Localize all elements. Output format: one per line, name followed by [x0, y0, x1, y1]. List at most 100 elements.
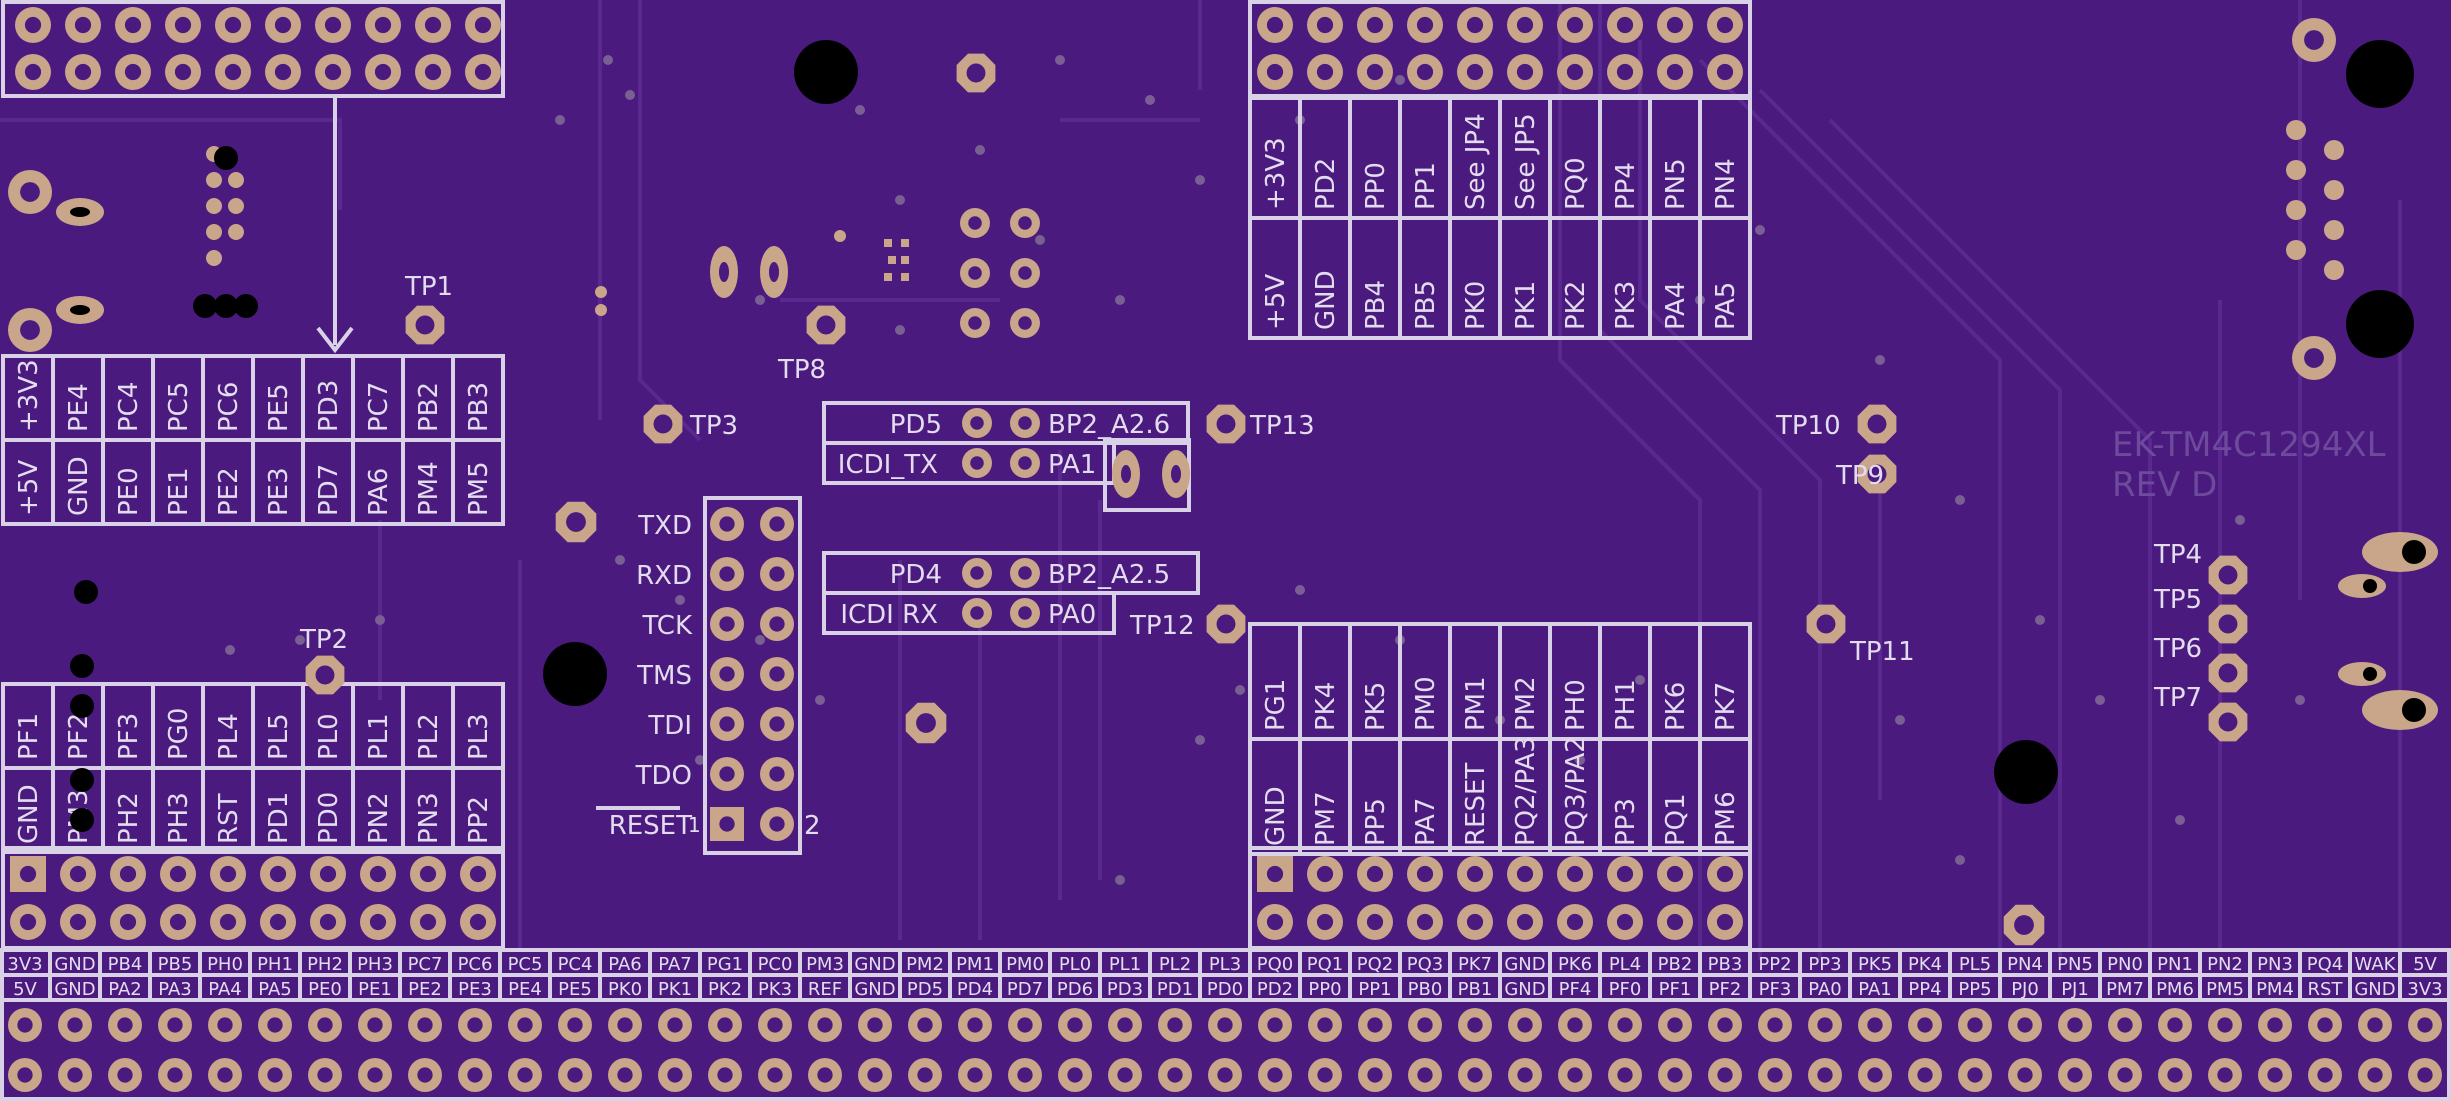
bottom-strip-label: PD1: [1157, 979, 1193, 1000]
bottom-strip-label: PN2: [2207, 954, 2243, 975]
jtag-pin-drill: [769, 516, 785, 532]
header-pin-drill: [1466, 913, 1484, 931]
bottom-strip-label: PL0: [1059, 954, 1091, 975]
via: [675, 595, 685, 605]
icdi-block-rx-pin-drill: [970, 566, 984, 580]
test-point-13-drill: [1216, 414, 1236, 434]
bottom-strip-label: PF0: [1609, 979, 1642, 1000]
bottom-strip-pin-drill: [2317, 1017, 2333, 1033]
header-pin-drill: [1416, 865, 1434, 883]
icdi-block-tx-label: ICDI_TX: [838, 450, 938, 480]
bottom-strip-label: PE0: [308, 979, 342, 1000]
test-point-1-drill: [415, 315, 435, 335]
bottom-strip-label: PL4: [1609, 954, 1641, 975]
pin-label: PM0: [1411, 676, 1441, 731]
icdi-block-tx-label: PA1: [1048, 450, 1096, 480]
bottom-strip-pin-drill: [1967, 1017, 1983, 1033]
bottom-strip-pin-drill: [817, 1017, 833, 1033]
bottom-strip-label: PF4: [1559, 979, 1592, 1000]
pin-label: PA5: [1711, 282, 1741, 330]
pin-label: PD2: [1311, 158, 1341, 210]
bottom-strip-label: PM2: [906, 954, 944, 975]
bottom-strip-label: PK2: [708, 979, 742, 1000]
jtag-pin-drill: [769, 816, 785, 832]
test-point-9-drill: [1867, 464, 1887, 484]
pin-label: PA7: [1411, 798, 1441, 846]
pin-label: PD1: [264, 792, 294, 844]
header-pin-drill: [169, 913, 187, 931]
smd-pad: [901, 256, 909, 264]
test-point-2-drill: [315, 665, 335, 685]
bottom-strip-label: PA0: [1808, 979, 1841, 1000]
bottom-strip-pin-drill: [1067, 1067, 1083, 1083]
header-pin-drill: [1466, 865, 1484, 883]
bottom-strip-label: PP3: [1808, 954, 1841, 975]
bottom-strip-label: 5V: [13, 979, 37, 1000]
bottom-strip-pin-drill: [1567, 1067, 1583, 1083]
copper-trace: [638, 0, 702, 442]
via: [1635, 675, 1645, 685]
pin-label: PB4: [1361, 280, 1391, 330]
bottom-strip-label: PA3: [158, 979, 191, 1000]
pin-label: PH2: [114, 792, 144, 844]
via: [1115, 295, 1125, 305]
bottom-strip-label: PB0: [1408, 979, 1443, 1000]
header-pin-drill: [124, 16, 142, 34]
header-pin-drill: [1466, 63, 1484, 81]
pin-label: PM2: [1511, 676, 1541, 731]
bottom-strip-pin-drill: [1817, 1067, 1833, 1083]
pin-label: PC6: [214, 382, 244, 432]
bottom-strip-label: GND: [54, 954, 95, 975]
header-pin-drill: [1666, 865, 1684, 883]
switch-pad-drill: [968, 216, 982, 230]
bottom-strip-pin-drill: [667, 1067, 683, 1083]
test-point-label: TP11: [1849, 637, 1915, 667]
header-pin-drill: [474, 63, 492, 81]
pin-label: PN3: [414, 792, 444, 844]
test-point-12-drill: [1216, 614, 1236, 634]
pin-label: PM4: [414, 461, 444, 516]
header-pin-drill: [1666, 913, 1684, 931]
pin-label: PK3: [1611, 281, 1641, 330]
header-pin-drill: [469, 865, 487, 883]
header-pin-drill: [419, 913, 437, 931]
usb-pad: [2324, 260, 2344, 280]
bottom-strip-pin-drill: [567, 1067, 583, 1083]
bottom-strip-pin-drill: [2217, 1067, 2233, 1083]
header-pin-drill: [19, 913, 37, 931]
bottom-strip-pin-drill: [2017, 1067, 2033, 1083]
pin-label: PL5: [264, 713, 294, 760]
bottom-strip-label: PM6: [2156, 979, 2194, 1000]
npth-hole: [234, 294, 258, 318]
test-point-label: TP9: [1835, 461, 1884, 491]
bottom-strip-label: PG1: [707, 954, 743, 975]
npth-hole: [70, 694, 94, 718]
pin-label: PP3: [1611, 798, 1641, 846]
bottom-strip-pin-drill: [1667, 1067, 1683, 1083]
bottom-strip-label: WAK: [2355, 954, 2397, 975]
header-pin-drill: [324, 16, 342, 34]
pin-label: PP4: [1611, 162, 1641, 210]
mount-pad-drill: [20, 320, 40, 340]
bottom-strip-pin-drill: [267, 1017, 283, 1033]
icdi-block-tx-label: PD5: [890, 410, 942, 440]
usb-pad: [2286, 240, 2306, 260]
pin-label: PE5: [264, 383, 294, 432]
bottom-strip-pin-drill: [1717, 1067, 1733, 1083]
pin-label: PL1: [364, 713, 394, 760]
jumper-drill: [769, 262, 779, 282]
pin-label: PQ3/PA2: [1561, 736, 1591, 846]
header-pin-drill: [1366, 63, 1384, 81]
jtag-label: TXD: [637, 511, 692, 541]
icdi-block-tx-pin-drill: [1018, 456, 1032, 470]
bottom-strip-pin-outline: [0, 998, 2451, 1101]
connector-pad: [228, 198, 244, 214]
header-pin-drill: [1616, 865, 1634, 883]
power-pad-drill: [2014, 915, 2034, 935]
via: [895, 195, 905, 205]
bottom-strip-pin-drill: [1267, 1017, 1283, 1033]
bottom-strip-pin-drill: [1317, 1017, 1333, 1033]
header-pin-drill: [1316, 63, 1334, 81]
bottom-strip-pin-drill: [767, 1067, 783, 1083]
